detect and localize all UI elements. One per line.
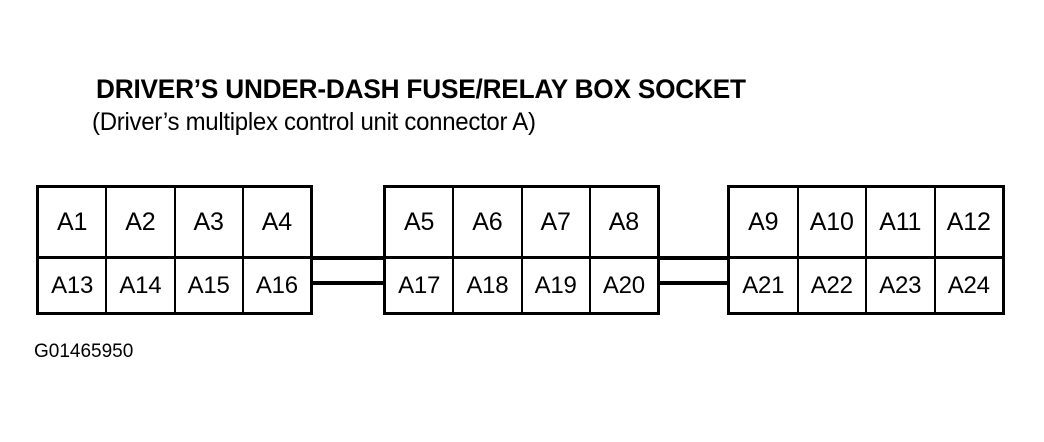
pin-cell: A21	[730, 259, 799, 312]
pin-cell: A8	[608, 207, 639, 236]
pin-cell: A6	[454, 188, 523, 257]
pin-cell: A24	[947, 271, 990, 299]
connector-row-bottom: A21 A22 A23 A24	[730, 259, 1002, 312]
page-title: DRIVER’S UNDER-DASH FUSE/RELAY BOX SOCKE…	[96, 74, 746, 104]
pin-cell: A5	[386, 188, 455, 257]
connector-block-middle: A5 A6 A7 A8 A17 A18 A19 A20	[383, 185, 660, 315]
connector-row-top: A5 A6 A7 A8	[386, 188, 657, 260]
pin-cell: A20	[602, 271, 645, 299]
connector-row-bottom: A13 A14 A15 A16	[39, 259, 310, 312]
pin-cell: A14	[107, 259, 176, 312]
pin-cell: A1	[39, 188, 108, 257]
connector-block-right: A9 A10 A11 A12 A21 A22 A23 A24	[727, 185, 1005, 315]
pin-cell: A22	[799, 259, 867, 312]
connector-wire-lower-left	[311, 281, 385, 285]
connector-row-top: A9 A10 A11 A12	[730, 188, 1002, 260]
connector-wire-lower-right	[658, 281, 729, 285]
pin-cell: A23	[867, 259, 936, 312]
figure-caption: G01465950	[34, 341, 134, 362]
connector-wire-upper-left	[311, 256, 385, 260]
pin-cell: A16	[255, 271, 298, 299]
pin-cell: A11	[867, 188, 936, 257]
pin-cell: A4	[261, 207, 292, 236]
connector-block-left: A1 A2 A3 A4 A13 A14 A15 A16	[36, 185, 313, 315]
page-subtitle: (Driver’s multiplex control unit connect…	[92, 108, 536, 136]
pin-cell: A18	[454, 259, 523, 312]
pin-cell: A10	[799, 188, 867, 257]
pin-cell: A15	[176, 259, 244, 312]
pin-cell: A9	[730, 188, 799, 257]
pin-cell: A2	[107, 188, 176, 257]
pin-cell: A3	[176, 188, 244, 257]
connector-row-top: A1 A2 A3 A4	[39, 188, 310, 260]
pin-cell: A19	[523, 259, 591, 312]
pin-cell: A7	[523, 188, 591, 257]
pin-cell: A13	[39, 259, 108, 312]
connector-wire-upper-right	[658, 256, 729, 260]
connector-row-bottom: A17 A18 A19 A20	[386, 259, 657, 312]
pin-cell: A12	[946, 207, 991, 236]
pin-cell: A17	[386, 259, 455, 312]
